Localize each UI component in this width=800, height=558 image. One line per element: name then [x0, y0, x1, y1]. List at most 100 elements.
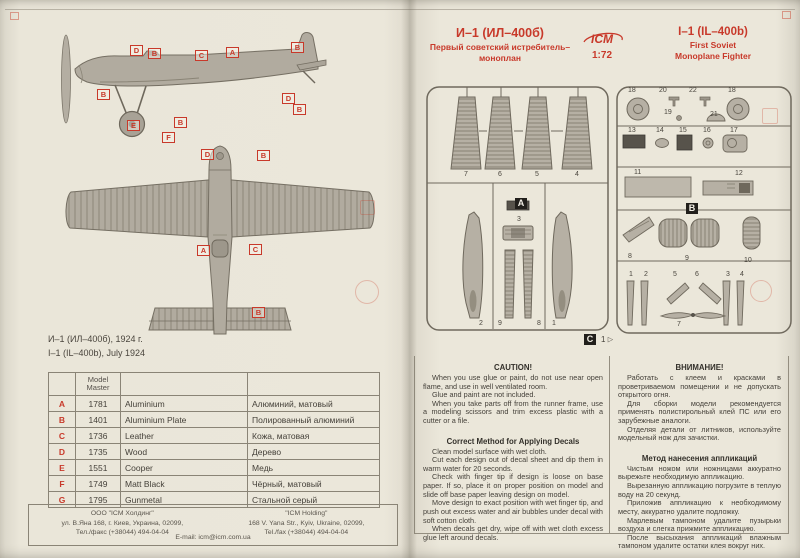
part-number: 10: [744, 257, 752, 264]
scan-edge-line: [5, 9, 795, 10]
paint-letter-cell: F: [48, 475, 76, 492]
color-callout-d: D: [130, 45, 143, 56]
part-number: 22: [689, 87, 697, 94]
color-callout-b: B: [97, 89, 110, 100]
color-callout-e: E: [127, 120, 140, 131]
sprue-a-drawing: [426, 86, 609, 331]
paint-en-cell: Aluminium Plate: [120, 411, 248, 428]
caption-ru: И–1 (ИЛ–400б), 1924 г.: [48, 334, 143, 344]
paragraph: Чистым ножом или ножницами аккуратно выр…: [618, 463, 781, 482]
paint-letter-cell: E: [48, 459, 76, 476]
crop-mark: [10, 12, 19, 20]
part-number: 20: [659, 87, 667, 94]
part-number: 1: [629, 271, 633, 278]
header-en-cell: [120, 372, 248, 396]
logo-text: ICM: [591, 32, 614, 46]
header-ru-cell: [247, 372, 380, 396]
color-callout-b: B: [174, 117, 187, 128]
part-number: 5: [673, 271, 677, 278]
english-column: CAUTION! When you use glue or paint, do …: [415, 356, 609, 542]
color-callout-d: D: [201, 149, 214, 160]
icm-logo-icon: ICM: [583, 32, 623, 46]
sprue-c-label: C: [584, 334, 596, 345]
part-number: 4: [575, 171, 579, 178]
decals-title: Correct Method for Applying Decals: [446, 436, 580, 446]
application-title: Метод нанесения аппликаций: [641, 453, 758, 463]
kit-subtitle-ru: Первый советский истребитель–моноплан: [429, 42, 571, 64]
part-number: 13: [628, 127, 636, 134]
paragraph: When you take parts off from the runner …: [423, 398, 603, 426]
paragraph: When decals get dry, wipe off with wet c…: [423, 524, 603, 542]
decals-section: Correct Method for Applying Decals Clean…: [423, 437, 603, 543]
part-number: 17: [730, 127, 738, 134]
table-header-row: Model Master: [48, 372, 380, 396]
part-number: 8: [537, 320, 541, 327]
kit-title-en: I–1 (IL–400b): [678, 26, 748, 38]
paragraph: Glue and paint are not included.: [432, 390, 536, 400]
color-callout-b: B: [252, 307, 265, 318]
paint-ru-cell: Дерево: [247, 443, 380, 460]
color-callout-c: C: [249, 244, 262, 255]
part-number: 1: [552, 320, 556, 327]
paint-en-cell: Leather: [120, 427, 248, 444]
sprue-b-drawing: [616, 86, 792, 334]
paint-code-cell: 1551: [75, 459, 121, 476]
footer-address-ru: ООО "ICM Холдинг"ул. В.Яна 168, г. Киев,…: [62, 509, 184, 538]
part-number: 15: [679, 127, 687, 134]
part-number: 6: [695, 271, 699, 278]
footer-line: "ICM Holding": [285, 510, 328, 517]
paint-en-cell: Cooper: [120, 459, 248, 476]
part-number: 9: [685, 255, 689, 262]
footer-line: 168 V. Yana Str., Kyiv, Ukraine, 02099,: [248, 519, 365, 527]
header-brand-cell: Model Master: [75, 372, 121, 396]
footer-email: E-mail: icm@icm.com.ua: [175, 533, 251, 541]
paint-letter-cell: A: [48, 395, 76, 412]
color-callout-b: B: [257, 150, 270, 161]
paint-code-cell: 1736: [75, 427, 121, 444]
paragraph: Move design to exact position with wet f…: [423, 498, 603, 525]
part-number: 2: [479, 320, 483, 327]
paint-ru-cell: Чёрный, матовый: [247, 475, 380, 492]
part-number: 14: [656, 127, 664, 134]
paint-en-cell: Wood: [120, 443, 248, 460]
color-callout-a: A: [226, 47, 239, 58]
kit-title-ru: И–1 (ИЛ–400б): [456, 26, 544, 40]
part-number: 3: [517, 216, 521, 223]
page-fold-shadow: [401, 0, 417, 558]
footer-line: ООО "ICM Холдинг": [90, 510, 154, 517]
part-number: 6: [498, 171, 502, 178]
paint-en-cell: Aluminium: [120, 395, 248, 412]
paragraph: When you use glue or paint, do not use n…: [423, 373, 603, 391]
part-number: 3: [726, 271, 730, 278]
part-number: 18: [628, 87, 636, 94]
footer-line: Tel./fax (+38044) 494-04-04: [264, 529, 349, 537]
part-number: 7: [464, 171, 468, 178]
crop-mark: [782, 11, 791, 19]
paint-letter-cell: C: [48, 427, 76, 444]
color-callout-f: F: [162, 132, 175, 143]
part-number: 18: [728, 87, 736, 94]
header-title-en: I–1 (IL–400b) First Soviet Monoplane Fig…: [642, 26, 784, 62]
paint-en-cell: Matt Black: [120, 475, 248, 492]
paint-code-cell: 1781: [75, 395, 121, 412]
color-callout-a: A: [197, 245, 210, 256]
sprue-c-part-number: 1: [601, 335, 606, 344]
color-callout-c: C: [195, 50, 208, 61]
instruction-text-area: CAUTION! When you use glue or paint, do …: [414, 356, 789, 550]
footer-address-en: "ICM Holding" 168 V. Yana Str., Kyiv, Ukr…: [248, 509, 364, 538]
russian-column: ВНИМАНИЕ! Работать с клеем и красками в …: [609, 356, 788, 550]
ghost-stamp: [360, 200, 375, 215]
paragraph: Cut each design out of decal sheet and d…: [423, 455, 603, 473]
paint-en-cell: Gunmetal: [120, 491, 248, 508]
part-number: 5: [535, 171, 539, 178]
paint-ru-cell: Медь: [247, 459, 380, 476]
